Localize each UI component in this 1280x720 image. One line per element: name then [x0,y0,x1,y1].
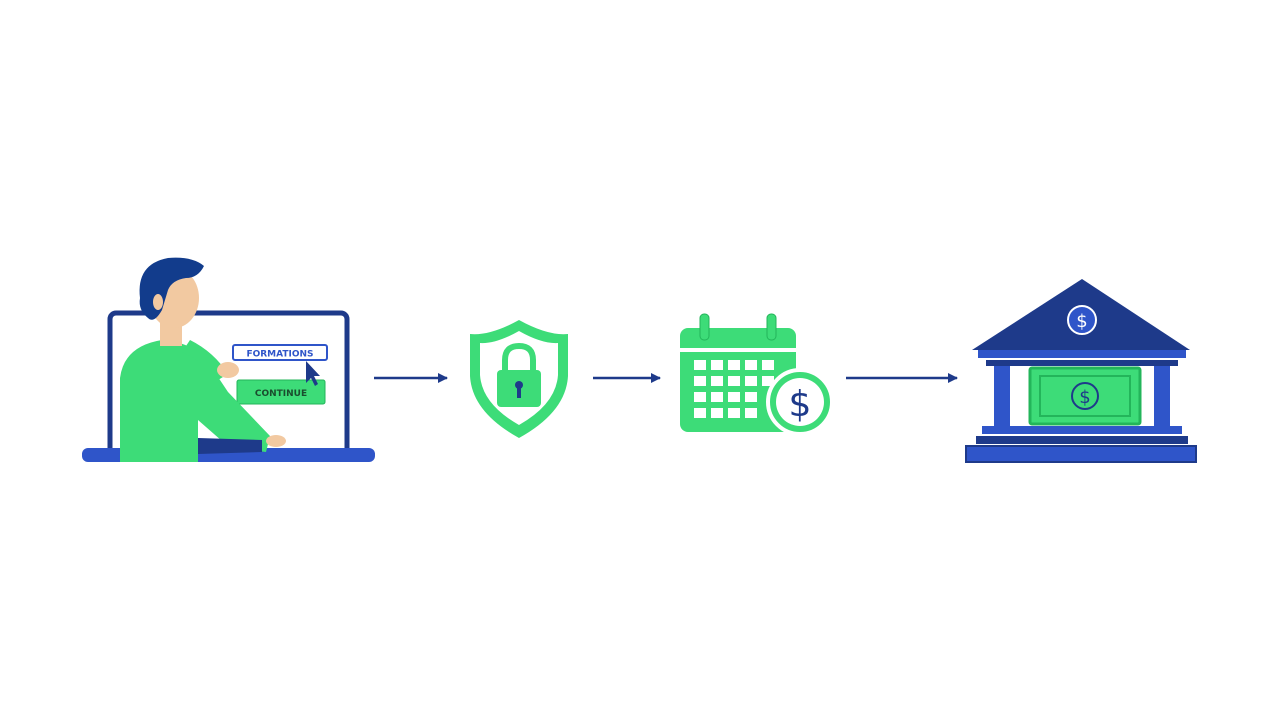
bank-icon: $ $ [965,279,1197,463]
dollar-sign-icon: $ [789,384,812,425]
screen-input-text: FORMATIONS [246,350,313,360]
calendar-ring-right [766,313,777,341]
person-at-laptop-icon: FORMATIONS CONTINUE [82,257,375,462]
bank-roof-coin [1067,305,1097,335]
calendar-ring-left [699,313,710,341]
person-lower-hand [266,435,286,447]
banknote-inner [1039,375,1131,417]
calendar-grid [694,360,774,418]
bank-column-right [1154,366,1170,426]
shield-lock-icon [470,320,568,438]
screen-button [236,379,326,405]
lock-keyhole-slot [517,386,521,398]
bank-entablature [986,360,1178,366]
dollar-badge-inner [776,378,824,426]
person-ear [153,294,163,310]
calendar-dollar-icon: $ [680,313,834,436]
person-hand [217,362,239,378]
bank-column-left [994,366,1010,426]
screen-button-text: CONTINUE [255,389,307,399]
lock-shackle [502,342,536,372]
person-torso [120,340,270,462]
bank-roof-beam [978,350,1186,358]
bank-step-1 [982,426,1182,434]
banknote-dollar-icon: $ [1079,387,1090,408]
screen-input-field [232,344,328,361]
bank-step-3 [965,445,1197,463]
cursor-icon [306,361,320,386]
calendar-header-line [680,348,796,352]
banknote-coin [1071,382,1099,410]
bank-step-2 [976,436,1188,444]
bank-roof-dollar-icon: $ [1076,311,1087,332]
desk-shadow [198,438,262,454]
person-arm [182,340,228,380]
